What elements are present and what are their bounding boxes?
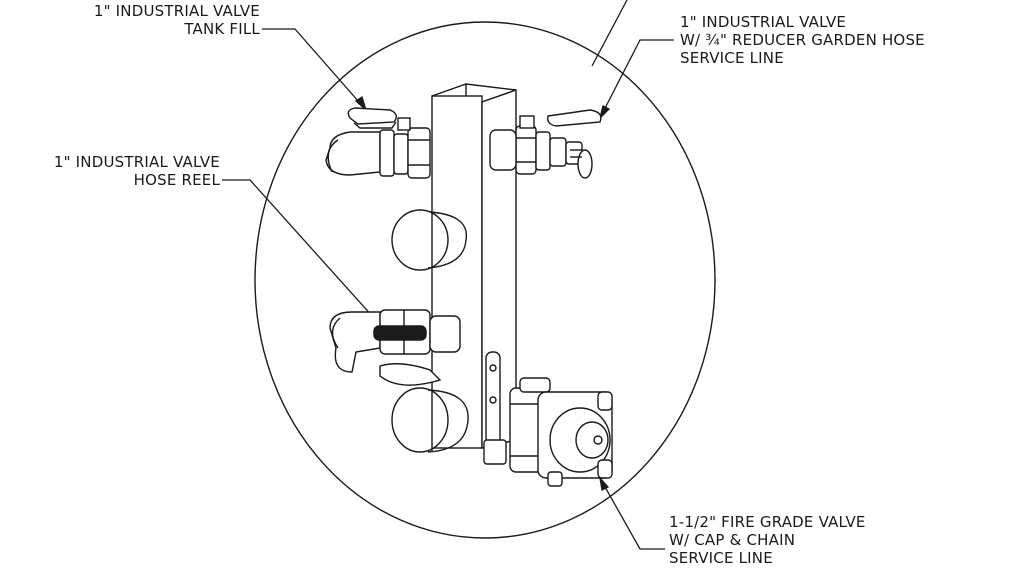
callout-tank-fill: 1" INDUSTRIAL VALVE TANK FILL (20, 2, 260, 38)
callout-tank-fill-line2: TANK FILL (184, 20, 260, 38)
detail-circle (254, 21, 716, 539)
leader-tank-fill (262, 28, 367, 111)
valve-garden-hose (489, 109, 602, 179)
valve-tank-fill (325, 107, 431, 179)
callout-garden-hose-line3: SERVICE LINE (680, 49, 784, 67)
manifold-bar (431, 83, 517, 449)
arrow-garden-hose (598, 105, 611, 121)
valve-fire-grade (509, 377, 613, 487)
callout-fire-grade: 1-1/2" FIRE GRADE VALVE W/ CAP & CHAIN S… (669, 513, 866, 567)
callout-garden-hose: 1" INDUSTRIAL VALVE W/ ¾" REDUCER GARDEN… (680, 13, 925, 67)
callout-hose-reel-line1: 1" INDUSTRIAL VALVE (53, 153, 220, 171)
leader-garden-hose (599, 39, 674, 119)
callout-fire-grade-line3: SERVICE LINE (669, 549, 773, 567)
arrow-fire-grade (598, 475, 610, 491)
chain-bracket (483, 351, 507, 465)
valve-hose-reel (329, 309, 461, 386)
leader-fire-grade (599, 477, 665, 550)
plug-middle (391, 209, 468, 271)
callout-fire-grade-line1: 1-1/2" FIRE GRADE VALVE (669, 513, 866, 531)
callout-fire-grade-line2: W/ CAP & CHAIN (669, 531, 796, 549)
callout-tank-fill-line1: 1" INDUSTRIAL VALVE (93, 2, 260, 20)
callout-hose-reel: 1" INDUSTRIAL VALVE HOSE REEL (0, 153, 220, 189)
plug-bottom (391, 387, 469, 453)
callout-garden-hose-line2: W/ ¾" REDUCER GARDEN HOSE (680, 31, 925, 49)
callout-garden-hose-line1: 1" INDUSTRIAL VALVE (680, 13, 847, 31)
callout-hose-reel-line2: HOSE REEL (133, 171, 220, 189)
leader-top (591, 0, 628, 67)
arrow-tank-fill (354, 95, 368, 113)
leader-hose-reel (222, 179, 383, 328)
